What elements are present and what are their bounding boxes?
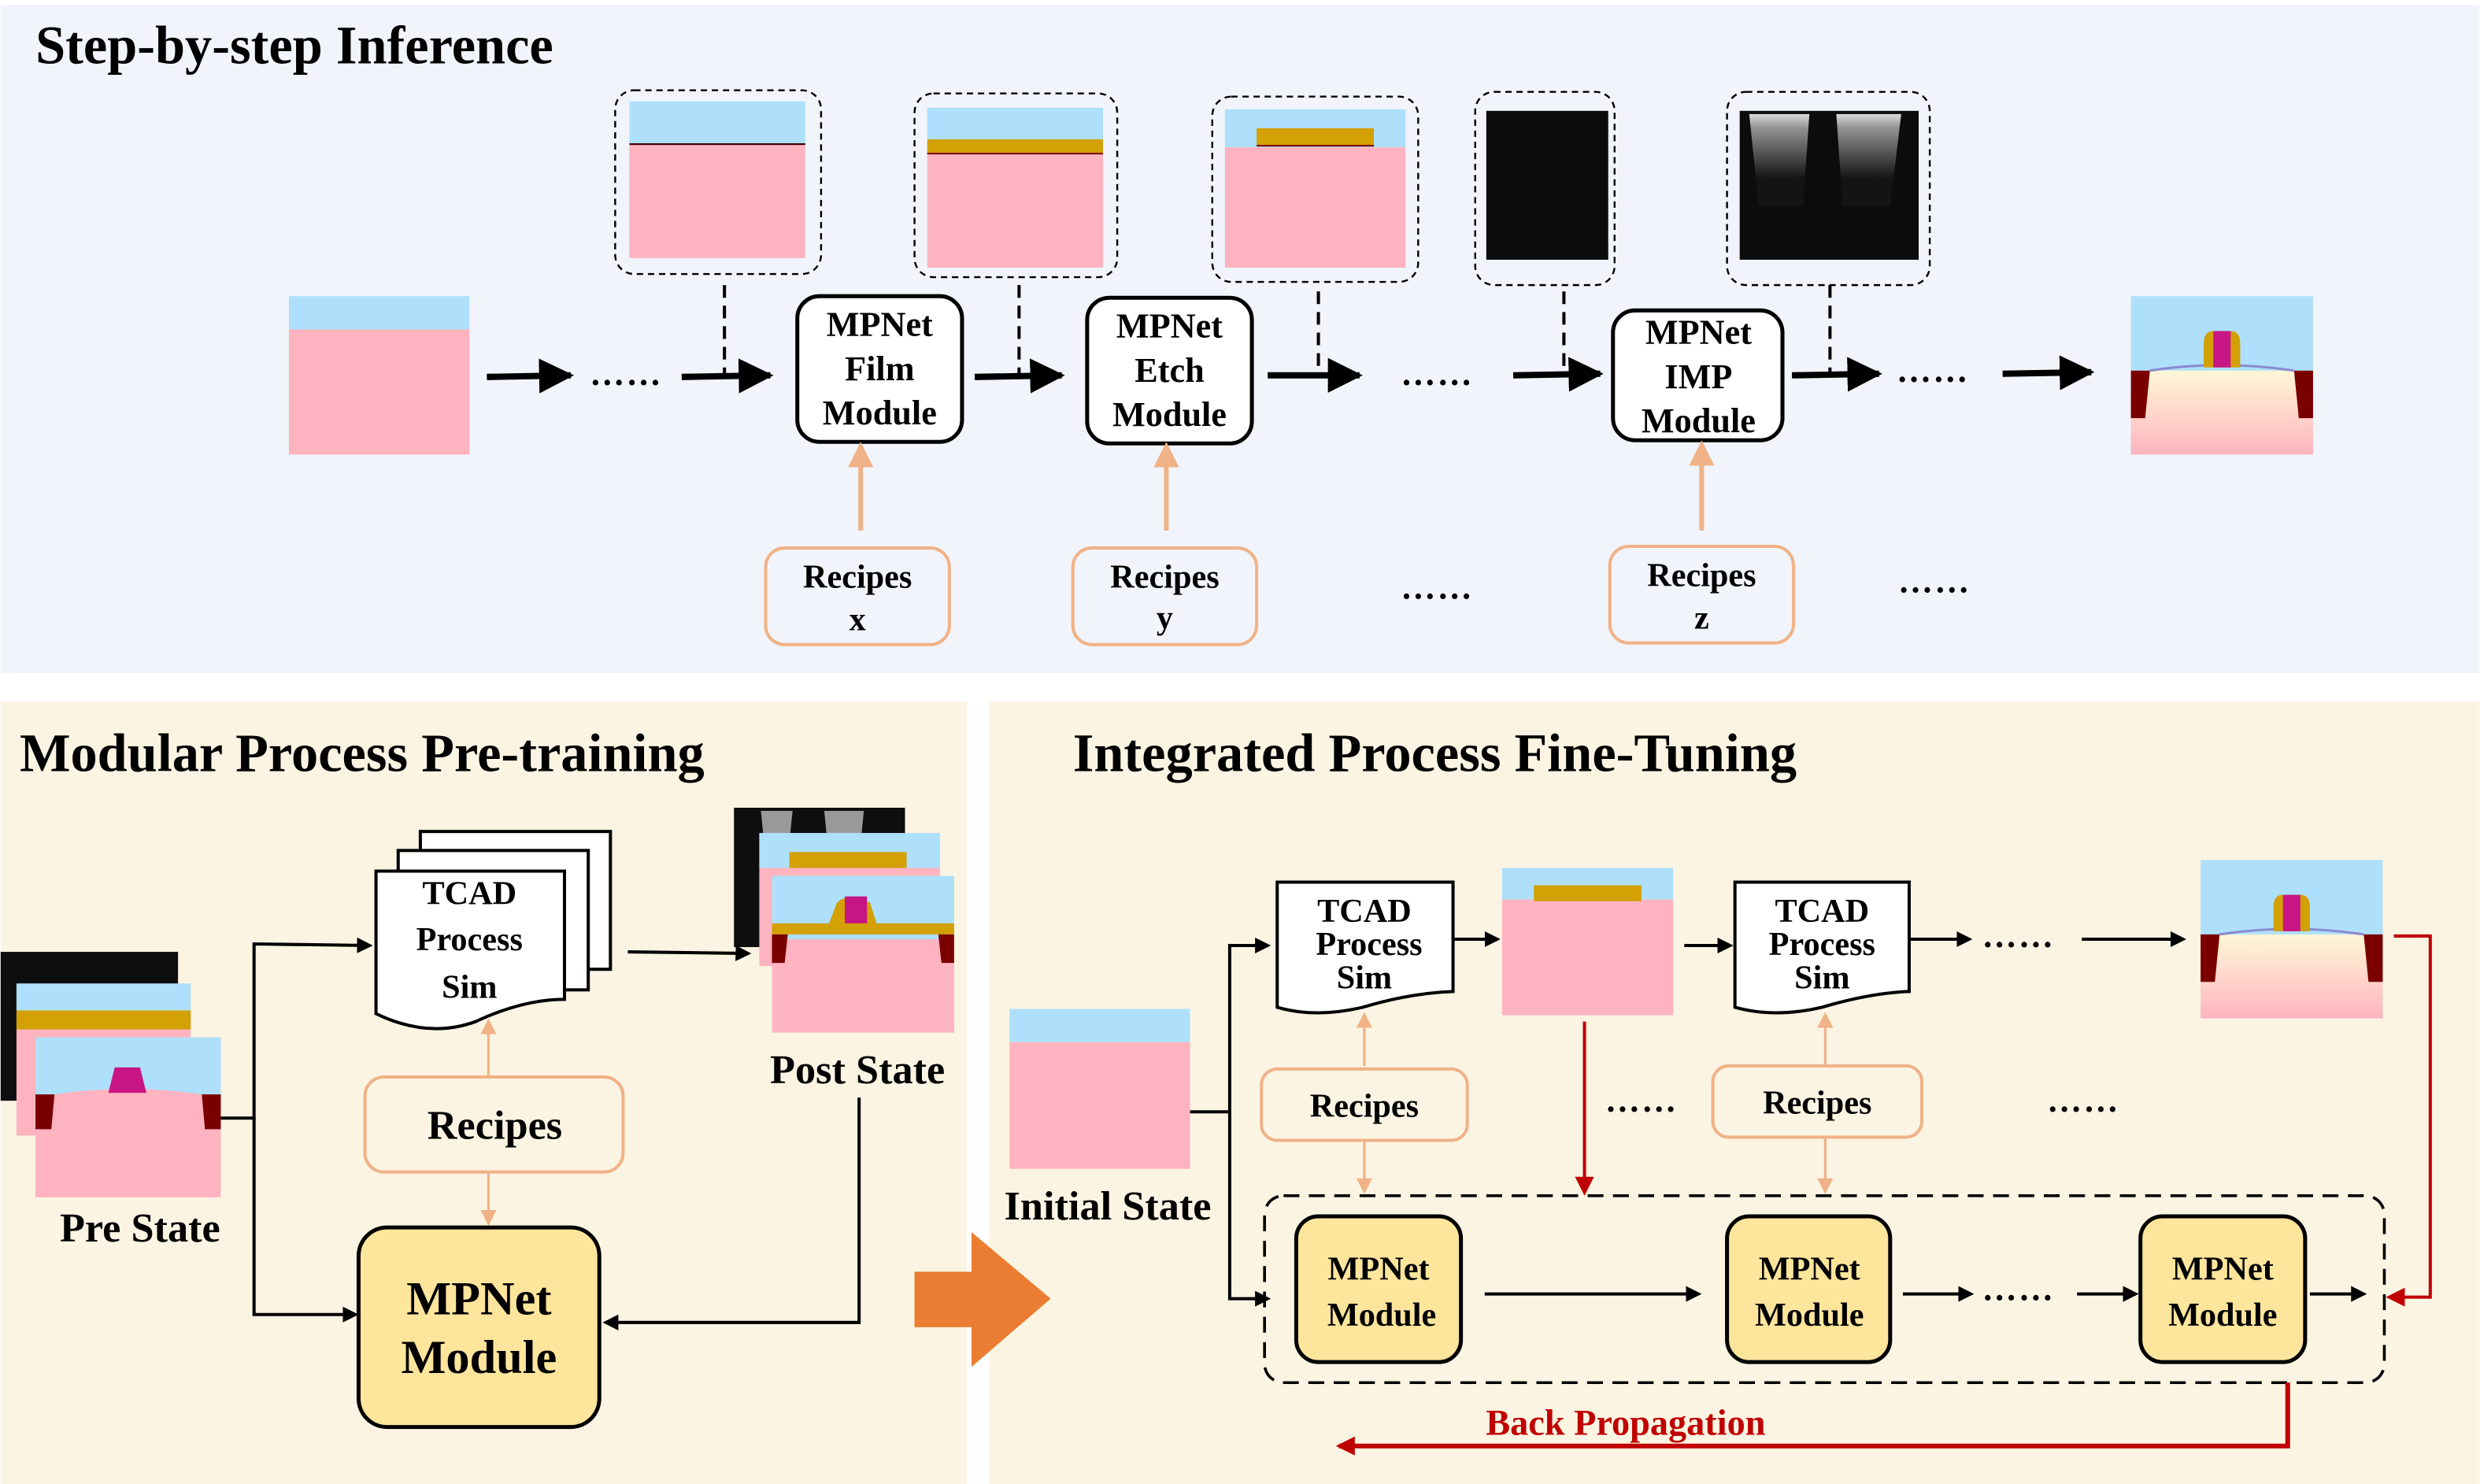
module-label: IMP xyxy=(1664,357,1732,396)
ellipsis: …… xyxy=(1605,1081,1679,1119)
finetune-final-device-image xyxy=(2199,858,2384,1020)
module-label: MPNet xyxy=(406,1273,551,1326)
recipe-label: Recipes xyxy=(803,558,912,595)
recipes-y-box[interactable]: Recipes y xyxy=(1071,546,1259,646)
mpnet-imp-module[interactable]: MPNet IMP Module xyxy=(1611,308,1785,442)
connector-arrow xyxy=(252,1118,359,1323)
tcad-process-sim-document[interactable]: TCAD Process Sim xyxy=(374,830,613,1031)
pretrain-mpnet-module[interactable]: MPNet Module xyxy=(356,1225,601,1430)
snapshot-card xyxy=(614,89,823,276)
ellipsis: …… xyxy=(1401,354,1474,393)
module-label: MPNet xyxy=(1328,1250,1430,1287)
recipe-label: Recipes xyxy=(1310,1087,1419,1124)
tcad-label: TCAD xyxy=(1317,893,1412,930)
flow-arrow xyxy=(487,358,575,394)
recipe-label: Recipes xyxy=(1647,557,1756,594)
initial-state-image xyxy=(288,296,470,455)
finetune-mpnet-module-2[interactable]: MPNet Module xyxy=(1725,1214,1893,1364)
module-label: Module xyxy=(2168,1297,2277,1334)
tcad-label: TCAD xyxy=(1775,893,1869,930)
connector-arrow xyxy=(1227,1112,1271,1307)
initial-state-label: Initial State xyxy=(1005,1183,1212,1229)
tcad-label: Process xyxy=(1769,926,1875,963)
tcad-label: Process xyxy=(1316,926,1422,963)
tcad-label: Process xyxy=(416,921,523,958)
module-label: MPNet xyxy=(1645,313,1752,352)
module-label: MPNet xyxy=(1116,307,1223,346)
module-label: Module xyxy=(1112,395,1227,434)
ellipsis: …… xyxy=(1401,568,1474,606)
module-label: Module xyxy=(401,1331,557,1384)
ellipsis: …… xyxy=(1982,1270,2056,1308)
mpnet-film-module[interactable]: MPNet Film Module xyxy=(795,294,964,444)
initial-state-image xyxy=(1009,1008,1190,1169)
pre-state-label: Pre State xyxy=(60,1205,220,1251)
recipe-label: y xyxy=(1157,600,1173,637)
ellipsis: …… xyxy=(2047,1081,2120,1119)
module-label: MPNet xyxy=(827,305,933,343)
tcad-label: Sim xyxy=(442,968,497,1005)
ellipsis: …… xyxy=(1982,916,2056,955)
finetune-mpnet-module-3[interactable]: MPNet Module xyxy=(2138,1214,2308,1364)
flow-arrow xyxy=(1792,357,1882,392)
ellipsis: …… xyxy=(590,354,663,393)
connector-arrow xyxy=(602,1097,861,1330)
recipe-label: Recipes xyxy=(1110,558,1219,595)
snapshot-card-implant-mask xyxy=(1474,91,1616,287)
pretrain-recipes-box[interactable]: Recipes xyxy=(363,1075,625,1174)
ellipsis: …… xyxy=(1898,561,1971,600)
finetune-tcad-process-sim-1[interactable]: TCAD Process Sim xyxy=(1275,880,1455,1015)
tcad-label: Sim xyxy=(1337,959,1392,996)
module-label: Module xyxy=(823,394,937,432)
top-panel-title: Step-by-step Inference xyxy=(35,15,553,75)
module-label: MPNet xyxy=(1759,1250,1860,1287)
module-label: Film xyxy=(845,350,915,388)
connector-arrow xyxy=(627,945,752,961)
post-state-image-stack xyxy=(734,807,954,1033)
recipe-label: Recipes xyxy=(1763,1084,1871,1121)
recipe-label: z xyxy=(1694,600,1709,637)
back-propagation-label: Back Propagation xyxy=(1486,1404,1765,1444)
connector-arrow xyxy=(1190,937,1271,1114)
module-label: Etch xyxy=(1135,351,1205,390)
finetune-recipes-box-1[interactable]: Recipes xyxy=(1260,1067,1469,1142)
ellipsis: …… xyxy=(1897,351,1970,390)
recipes-x-box[interactable]: Recipes x xyxy=(764,546,951,646)
module-label: MPNet xyxy=(2172,1250,2274,1287)
flow-arrow xyxy=(974,358,1065,394)
snapshot-card xyxy=(1211,95,1420,283)
intermediate-state-image xyxy=(1501,868,1674,1016)
module-label: Module xyxy=(1755,1297,1864,1334)
tcad-label: TCAD xyxy=(422,875,516,912)
back-propagation-arrow xyxy=(1335,1382,2290,1456)
loss-feedback-arrow xyxy=(2386,934,2432,1307)
finetune-tcad-process-sim-2[interactable]: TCAD Process Sim xyxy=(1733,880,1911,1015)
flow-arrow xyxy=(1512,357,1604,392)
pretrain-panel-title: Modular Process Pre-training xyxy=(20,723,705,783)
flow-arrow xyxy=(681,358,774,394)
transition-arrow-head xyxy=(972,1232,1051,1367)
flow-arrow xyxy=(2002,355,2095,390)
module-label: Module xyxy=(1327,1297,1436,1334)
snapshot-card-implant-profile xyxy=(1726,91,1931,287)
finetune-recipes-box-2[interactable]: Recipes xyxy=(1711,1064,1924,1139)
pre-state-image-stack xyxy=(0,952,221,1197)
final-device-image xyxy=(2130,294,2315,456)
recipe-label: x xyxy=(849,601,866,638)
finetune-mpnet-module-1[interactable]: MPNet Module xyxy=(1294,1214,1464,1364)
snapshot-card xyxy=(913,92,1119,279)
module-label: Module xyxy=(1642,402,1756,440)
mpnet-etch-module[interactable]: MPNet Etch Module xyxy=(1085,295,1254,446)
connector-arrow xyxy=(220,937,373,1120)
recipes-z-box[interactable]: Recipes z xyxy=(1608,545,1796,645)
post-state-label: Post State xyxy=(770,1047,945,1093)
tcad-label: Sim xyxy=(1794,959,1849,996)
recipe-label: Recipes xyxy=(428,1102,562,1148)
finetune-panel-background xyxy=(989,701,2480,1484)
finetune-panel-title: Integrated Process Fine-Tuning xyxy=(1073,723,1797,783)
mpnet-chain-container xyxy=(1263,1194,2386,1385)
